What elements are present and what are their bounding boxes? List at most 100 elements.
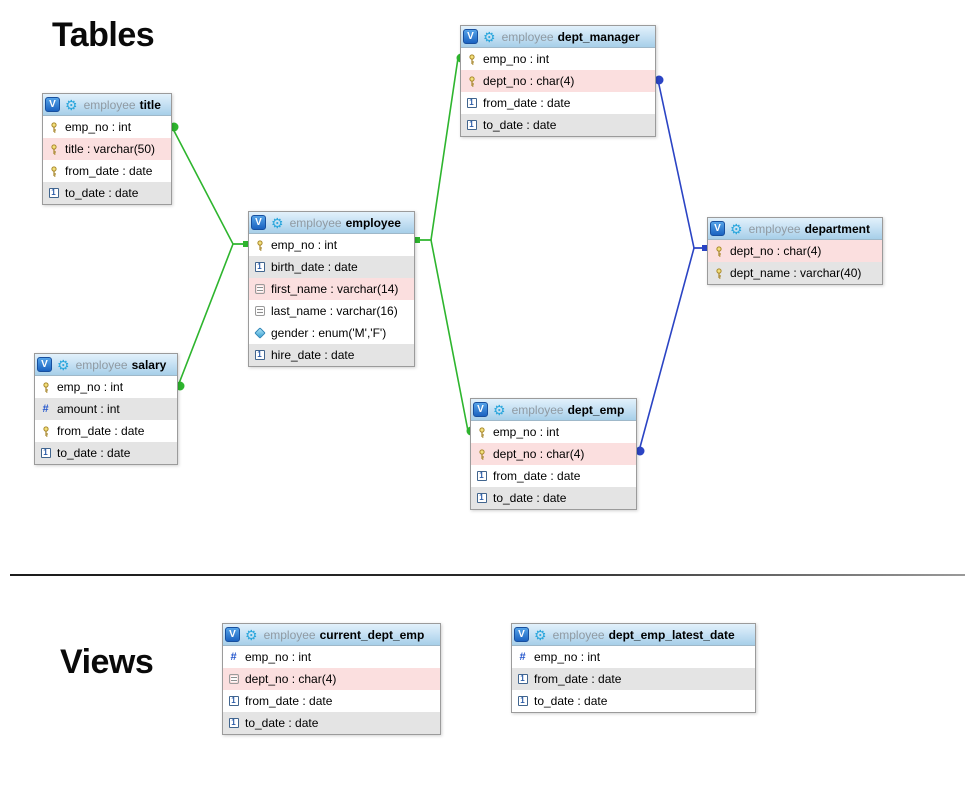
column-row-dept_manager-1[interactable]: dept_no : char(4)	[461, 70, 655, 92]
schema-name: employee	[748, 221, 801, 236]
gear-icon: ⚙	[57, 356, 70, 373]
text-lines-icon	[253, 284, 266, 294]
key-icon	[253, 239, 266, 251]
key-icon	[475, 448, 488, 460]
column-row-current_dept_emp-1[interactable]: dept_no : char(4)	[223, 668, 440, 690]
column-row-title-3[interactable]: 1 to_date : date	[43, 182, 171, 204]
column-row-title-2[interactable]: from_date : date	[43, 160, 171, 182]
column-text: dept_name : varchar(40)	[730, 266, 862, 280]
key-icon	[47, 143, 60, 155]
date-icon: 1	[253, 350, 266, 360]
numeric-icon: #	[230, 650, 237, 663]
column-text: to_date : date	[534, 694, 608, 708]
column-row-dept_emp-3[interactable]: 1 to_date : date	[471, 487, 636, 509]
column-row-dept_emp_latest_date-0[interactable]: # emp_no : int	[512, 646, 755, 668]
relationship-title-employee[interactable]	[169, 122, 250, 248]
key-icon	[712, 245, 725, 257]
column-text: to_date : date	[65, 186, 139, 200]
entity-name: department	[804, 221, 870, 236]
column-text: dept_no : char(4)	[245, 672, 337, 686]
column-row-department-1[interactable]: dept_name : varchar(40)	[708, 262, 882, 284]
column-row-department-0[interactable]: dept_no : char(4)	[708, 240, 882, 262]
column-text: from_date : date	[57, 424, 145, 438]
relationship-dept_emp-department[interactable]	[635, 247, 707, 456]
column-text: dept_no : char(4)	[730, 244, 822, 258]
column-text: emp_no : int	[534, 650, 601, 664]
column-row-employee-0[interactable]: emp_no : int	[249, 234, 414, 256]
v-badge-icon: V	[473, 402, 488, 417]
column-row-title-1[interactable]: title : varchar(50)	[43, 138, 171, 160]
numeric-icon: #	[519, 650, 526, 663]
text-lines-icon	[227, 674, 240, 684]
column-row-salary-2[interactable]: from_date : date	[35, 420, 177, 442]
key-icon	[47, 165, 60, 177]
column-text: birth_date : date	[271, 260, 358, 274]
column-row-employee-4[interactable]: gender : enum('M','F')	[249, 322, 414, 344]
column-text: to_date : date	[493, 491, 567, 505]
relationship-employee-dept_emp[interactable]	[416, 239, 476, 436]
column-text: amount : int	[57, 402, 120, 416]
date-icon: 1	[227, 718, 240, 728]
gear-icon: ⚙	[534, 626, 547, 643]
column-row-current_dept_emp-0[interactable]: #emp_no : int	[223, 646, 440, 668]
enum-diamond-icon	[253, 327, 266, 339]
date-icon: 1	[227, 696, 240, 706]
column-row-title-0[interactable]: emp_no : int	[43, 116, 171, 138]
column-row-dept_emp-0[interactable]: emp_no : int	[471, 421, 636, 443]
connector-dot	[654, 75, 664, 85]
v-badge-icon: V	[45, 97, 60, 112]
column-row-dept_manager-0[interactable]: emp_no : int	[461, 48, 655, 70]
gear-icon: ⚙	[730, 220, 743, 237]
column-row-employee-3[interactable]: last_name : varchar(16)	[249, 300, 414, 322]
v-badge-icon: V	[710, 221, 725, 236]
relationship-salary-employee[interactable]	[175, 243, 248, 391]
relationship-dept_manager-department[interactable]	[654, 75, 709, 252]
column-row-employee-2[interactable]: first_name : varchar(14)	[249, 278, 414, 300]
column-text: last_name : varchar(16)	[271, 304, 398, 318]
views-section-heading: Views	[60, 643, 154, 681]
column-row-salary-0[interactable]: emp_no : int	[35, 376, 177, 398]
column-row-dept_emp-1[interactable]: dept_no : char(4)	[471, 443, 636, 465]
date-icon: 1	[465, 98, 478, 108]
gear-icon: ⚙	[245, 626, 258, 643]
date-icon: 1	[47, 188, 60, 198]
date-icon: 1	[475, 493, 488, 503]
relationship-employee-dept_manager[interactable]	[414, 53, 466, 244]
key-icon	[47, 121, 60, 133]
connector-dot	[635, 446, 645, 456]
key-icon	[712, 267, 725, 279]
column-text: from_date : date	[534, 672, 622, 686]
column-text: emp_no : int	[493, 425, 560, 439]
column-text: dept_no : char(4)	[493, 447, 585, 461]
column-row-salary-1[interactable]: #amount : int	[35, 398, 177, 420]
date-icon: 1	[465, 120, 478, 130]
v-badge-icon: V	[37, 357, 52, 372]
